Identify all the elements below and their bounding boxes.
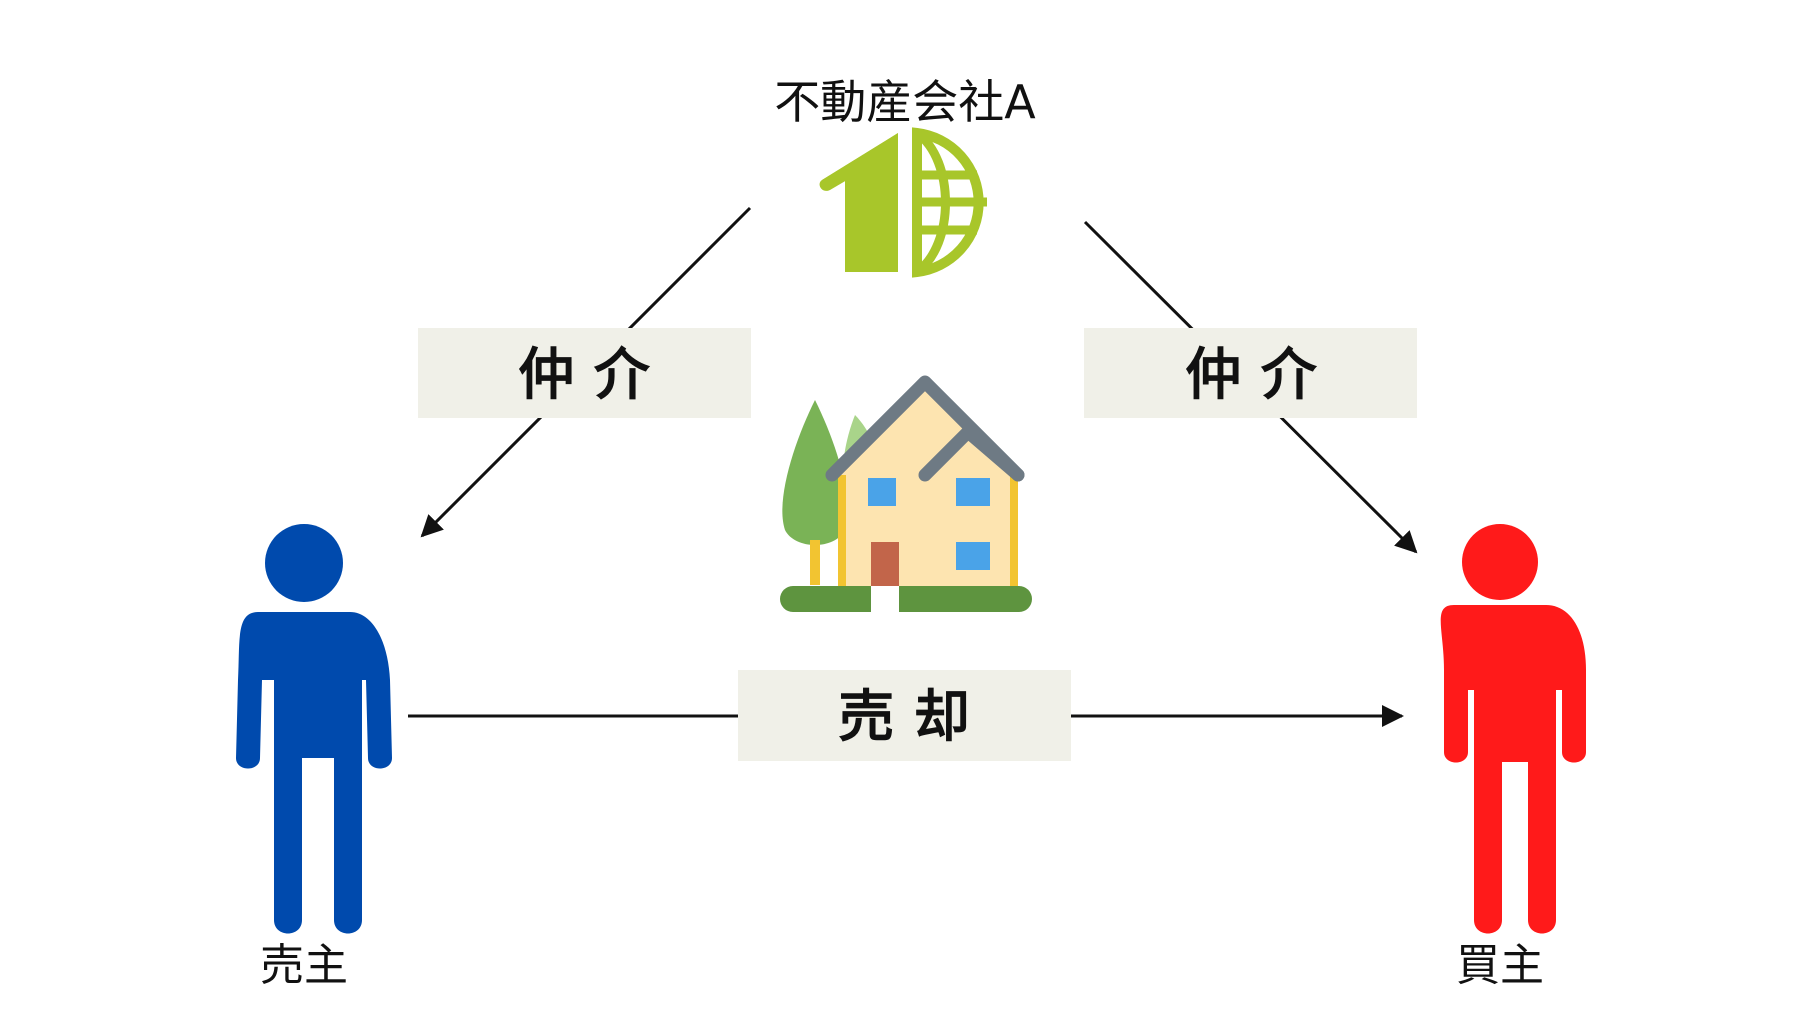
house-globe-logo-icon bbox=[819, 127, 987, 278]
house-with-trees-icon bbox=[780, 375, 1032, 612]
brokerage-label-box-right bbox=[1084, 328, 1417, 418]
buyer-label: 買主 bbox=[1456, 940, 1544, 991]
seller-person-icon bbox=[236, 524, 392, 934]
brokerage-label-left: 仲 介 bbox=[518, 343, 650, 408]
buyer-person-icon bbox=[1440, 524, 1586, 934]
seller-label: 売主 bbox=[260, 940, 348, 991]
sale-label: 売 却 bbox=[838, 685, 970, 750]
brokerage-label-right: 仲 介 bbox=[1185, 343, 1317, 408]
company-label: 不動産会社A bbox=[774, 75, 1036, 129]
brokerage-label-box-left bbox=[418, 328, 751, 418]
sale-label-box bbox=[738, 670, 1071, 761]
